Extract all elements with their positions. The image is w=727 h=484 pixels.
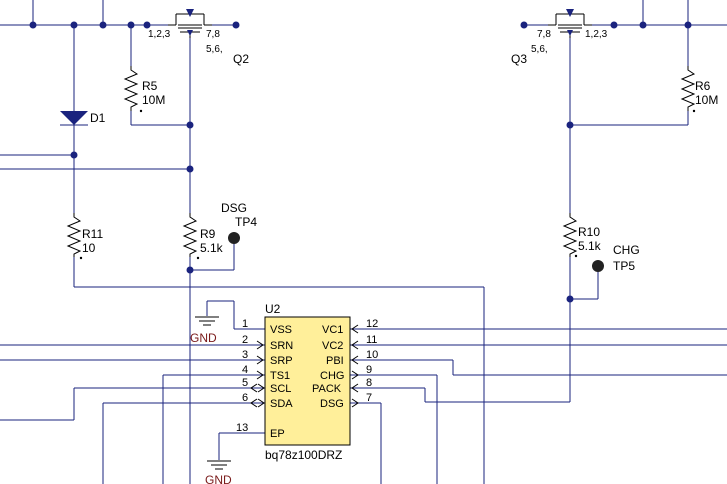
u2-pin-name: SCL xyxy=(270,383,291,395)
u2-pin-name: TS1 xyxy=(270,370,290,382)
gnd-label-bottom: GND xyxy=(205,473,232,484)
u2-pin-num: 5 xyxy=(242,377,248,389)
u2-pin-num: 8 xyxy=(366,377,372,389)
q2-pins-c: 5,6, xyxy=(206,44,223,55)
r10-ref: R10 xyxy=(578,225,600,239)
u2-pin-name: DSG xyxy=(320,398,344,410)
tp4-test-point: DSG TP4 xyxy=(221,201,257,244)
r11-ref: R11 xyxy=(82,227,103,241)
r9-value: 5.1k xyxy=(200,241,224,255)
q2-mosfet: 1,2,3 7,8 5,6, Q2 xyxy=(148,9,249,66)
u2-part: bq78z100DRZ xyxy=(265,448,342,462)
u2-pin-num: 12 xyxy=(366,318,378,330)
u2-ref: U2 xyxy=(265,302,281,316)
u2-pin-name: CHG xyxy=(320,370,344,382)
u2-pin-name: VC1 xyxy=(322,324,343,336)
tp4-ref: TP4 xyxy=(235,215,257,229)
u2-pin-name: SRP xyxy=(270,355,293,367)
u2-pin-name: PACK xyxy=(312,383,342,395)
r9-ref: R9 xyxy=(200,227,216,241)
r10-resistor: R10 5.1k xyxy=(562,213,602,258)
u2-pin-num: 2 xyxy=(242,334,248,346)
u2-pin-name: SRN xyxy=(270,340,293,352)
u2-pin-num: 3 xyxy=(242,349,248,361)
u2-pin-num: 7 xyxy=(366,392,372,404)
d1-diode: D1 xyxy=(60,111,106,126)
q2-pins-b: 7,8 xyxy=(206,29,220,40)
q3-pins-b: 1,2,3 xyxy=(585,29,608,40)
u2-pin-num: 10 xyxy=(366,349,378,361)
q3-pins-c: 5,6, xyxy=(531,44,548,55)
r9-resistor: R9 5.1k xyxy=(182,213,224,260)
u2-pin-num: 4 xyxy=(242,364,248,376)
r6-resistor: R6 10M xyxy=(680,66,718,113)
gnd-label-top: GND xyxy=(190,331,217,345)
ground-symbol-bottom: GND xyxy=(205,460,232,484)
tp5-ref: TP5 xyxy=(613,259,635,273)
u2-pin-name: VC2 xyxy=(322,340,343,352)
q3-pins-a: 7,8 xyxy=(537,29,551,40)
u2-pin-num: 6 xyxy=(242,392,248,404)
r11-value: 10 xyxy=(82,241,96,255)
tp4-net: DSG xyxy=(221,201,247,215)
u2-ic: U2 bq78z100DRZ 1 VSS 2 SRN 3 SRP 4 TS1 5… xyxy=(236,302,378,462)
q3-mosfet: 7,8 1,2,3 5,6, Q3 xyxy=(511,9,608,66)
r6-value: 10M xyxy=(695,93,718,107)
ground-symbol-top: GND xyxy=(190,316,219,345)
r5-resistor: R5 10M xyxy=(123,66,165,113)
q2-ref: Q2 xyxy=(233,52,249,66)
d1-ref: D1 xyxy=(90,111,106,125)
u2-pin-num: 13 xyxy=(236,422,248,434)
r6-ref: R6 xyxy=(695,79,711,93)
tp5-test-point: CHG TP5 xyxy=(592,243,640,273)
r10-value: 5.1k xyxy=(578,239,602,253)
r11-resistor: R11 10 xyxy=(66,213,103,260)
u2-pin-name: VSS xyxy=(270,324,292,336)
u2-pin-num: 11 xyxy=(366,334,377,346)
u2-pin-num: 9 xyxy=(366,364,372,376)
u2-pin-name: PBI xyxy=(326,355,344,367)
r5-value: 10M xyxy=(142,93,165,107)
tp5-net: CHG xyxy=(613,243,640,257)
q2-pins-a: 1,2,3 xyxy=(148,29,171,40)
u2-pin-name: EP xyxy=(270,428,285,440)
u2-pin-num: 1 xyxy=(242,318,248,330)
u2-pin-name: SDA xyxy=(270,398,293,410)
r5-ref: R5 xyxy=(142,79,158,93)
q3-ref: Q3 xyxy=(511,52,527,66)
junctions xyxy=(29,21,692,303)
